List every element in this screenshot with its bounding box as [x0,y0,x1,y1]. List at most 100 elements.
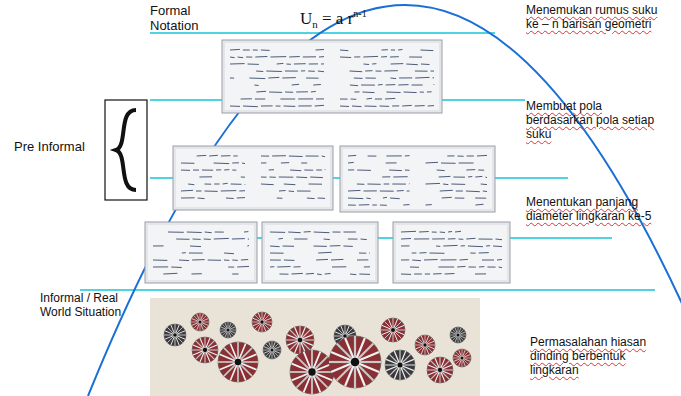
handwriting-stroke [285,92,293,93]
handwriting-stroke [221,190,237,191]
handwriting-stroke [467,156,474,157]
handwriting-stroke [276,106,281,107]
handwriting-stroke [486,245,490,246]
formula: Un = a rn-1 [300,8,367,30]
handwriting-stroke [493,246,502,248]
handwriting-stroke [402,105,412,107]
handwriting-stroke [215,232,224,233]
handwriting-stroke [163,273,177,275]
circle-center [298,338,303,343]
handwriting-stroke [405,170,410,171]
handwriting-stroke [237,197,245,198]
whiteboard-surface [225,43,439,110]
handwriting-stroke [278,238,283,240]
handwriting-stroke [284,184,296,186]
handwriting-stroke [261,177,267,178]
handwriting-stroke [398,49,402,51]
handwriting-stroke [389,170,402,172]
handwriting-stroke [261,50,270,51]
whiteboard [262,222,378,283]
circle-center [391,328,395,332]
circle-center [438,368,442,372]
level-lines [80,33,655,290]
handwriting-stroke [366,78,376,79]
handwriting-stroke [181,197,195,198]
handwriting-stroke [314,232,330,234]
handwriting-stroke [270,253,284,254]
whiteboard-surface [396,225,507,280]
handwriting-stroke [401,245,410,246]
handwriting-stroke [386,155,401,156]
handwriting-stroke [365,70,372,71]
handwriting-stroke [363,92,375,94]
handwriting-stroke [461,245,465,246]
handwriting-stroke [357,184,365,185]
handwriting-stroke [368,156,377,157]
handwriting-stroke [153,245,164,246]
handwriting-stroke [414,238,429,239]
handwriting-stroke [308,71,315,72]
handwriting-stroke [380,106,390,107]
handwriting-stroke [457,266,465,268]
handwriting-stroke [246,57,252,58]
handwriting-stroke [202,170,213,171]
handwriting-stroke [397,190,404,192]
level-name: Pre Informal [14,140,100,155]
handwriting-stroke [298,98,313,99]
iceberg-curve [88,5,681,396]
handwriting-stroke [340,57,351,59]
handwriting-stroke [221,155,231,156]
handwriting-stroke [224,253,234,255]
handwriting-stroke [270,56,286,57]
handwriting-stroke [351,99,357,100]
handwriting-stroke [285,71,298,72]
handwriting-stroke [453,177,465,178]
handwriting-stroke [286,64,291,65]
handwriting-stroke [381,56,387,57]
handwriting-stroke [321,63,324,64]
handwriting-stroke [391,63,404,64]
handwriting-stroke [479,252,489,253]
handwriting-stroke [292,84,299,86]
handwriting-stroke [171,267,182,269]
handwriting-stroke [270,266,274,267]
handwriting-stroke [361,239,367,241]
handwriting-stroke [241,259,248,261]
handwriting-stroke [410,267,419,268]
handwriting-stroke [230,49,240,51]
handwriting-stroke [443,184,448,186]
handwriting-stroke [344,232,356,233]
handwriting-stroke [372,63,376,64]
handwriting-stroke [181,190,193,192]
handwriting-stroke [190,246,201,248]
handwriting-stroke [296,177,307,179]
handwriting-stroke [443,245,457,247]
handwriting-stroke [270,232,285,233]
handwriting-stroke [382,49,388,50]
handwriting-stroke [256,91,266,93]
handwriting-stroke [348,169,354,170]
handwriting-stroke [331,259,343,261]
handwriting-stroke [343,246,352,247]
handwriting-stroke [392,105,399,106]
handwriting-stroke [475,198,486,199]
handwriting-stroke [192,273,202,274]
handwriting-stroke [420,50,433,52]
paper-circle [427,357,453,383]
handwriting-stroke [441,259,457,260]
handwriting-stroke [350,85,358,87]
handwriting-stroke [399,77,412,78]
handwriting-stroke [412,85,423,86]
bracket-box [105,100,147,200]
handwriting-stroke [241,177,245,178]
handwriting-stroke [280,274,289,275]
handwriting-stroke [223,183,228,185]
handwriting-stroke [439,176,451,178]
handwriting-stroke [340,99,348,100]
handwriting-stroke [269,169,274,170]
handwriting-stroke [230,106,240,107]
paper-circle [220,322,236,338]
handwriting-stroke [384,70,398,71]
handwriting-stroke [412,260,421,262]
